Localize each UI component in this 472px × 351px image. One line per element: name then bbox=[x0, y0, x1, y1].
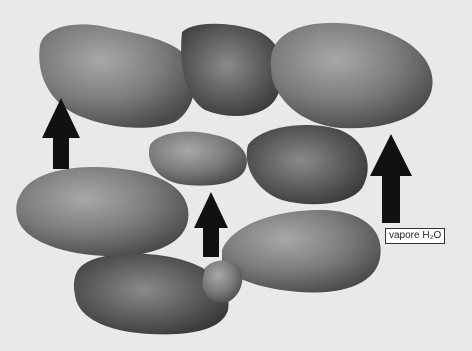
particle-8 bbox=[74, 254, 229, 335]
arrow-center bbox=[194, 192, 228, 257]
vapor-label: vapore H₂O bbox=[385, 228, 445, 244]
particle-9 bbox=[202, 261, 242, 303]
particle-6 bbox=[16, 167, 188, 256]
arrow-right bbox=[370, 134, 412, 223]
particle-7 bbox=[222, 210, 381, 293]
particle-3 bbox=[271, 23, 433, 128]
particle-5 bbox=[247, 125, 368, 204]
particle-2 bbox=[181, 24, 283, 116]
particle-4 bbox=[149, 132, 247, 186]
